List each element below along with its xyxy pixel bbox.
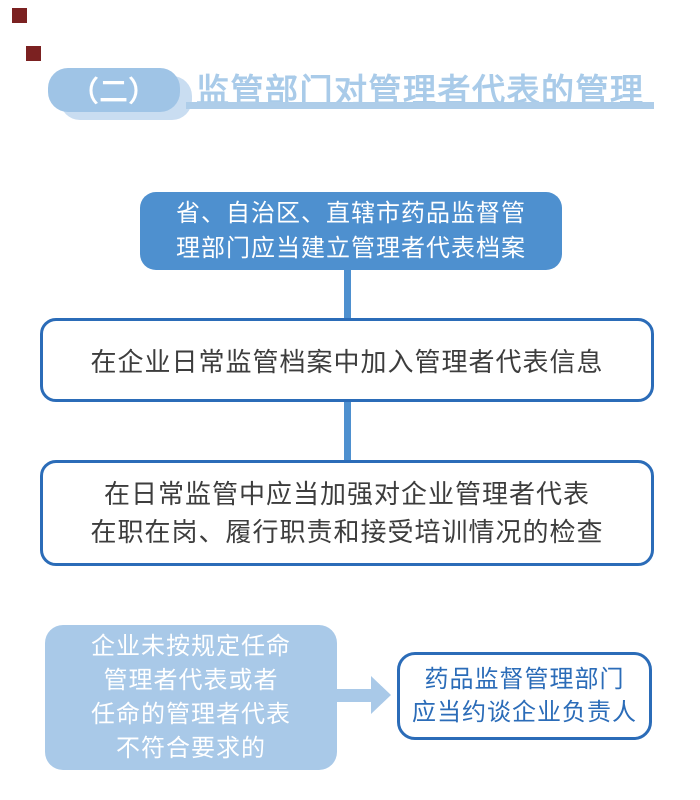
flow-box-line: 药品监督管理部门: [424, 666, 625, 693]
flow-box-line: 在职在岗、履行职责和接受培训情况的检查: [90, 517, 604, 547]
right-arrow-icon: [371, 676, 391, 714]
flow-box-strengthen-inspection: 在日常监管中应当加强对企业管理者代表 在职在岗、履行职责和接受培训情况的检查: [40, 460, 654, 566]
flow-box-line: 任命的管理者代表: [91, 700, 291, 728]
flow-box-line: 在日常监管中应当加强对企业管理者代表: [103, 479, 590, 509]
flow-box-noncompliance-condition: 企业未按规定任命 管理者代表或者 任命的管理者代表 不符合要求的: [45, 625, 337, 770]
flow-box-line: 企业未按规定任命: [91, 632, 291, 660]
red-square-mark-2: [26, 46, 41, 61]
flow-box-daily-archive-info: 在企业日常监管档案中加入管理者代表信息: [40, 318, 654, 402]
section-badge: （二）: [48, 68, 180, 112]
flow-box-line: 理部门应当建立管理者代表档案: [176, 235, 526, 262]
flow-box-line: 不符合要求的: [116, 734, 266, 762]
section-badge-label: （二）: [70, 76, 158, 107]
title-underline: [186, 102, 654, 109]
connector-line-2: [344, 402, 351, 460]
right-arrow-shaft: [337, 689, 371, 702]
flow-box-line: 在企业日常监管档案中加入管理者代表信息: [90, 346, 604, 377]
flow-box-line: 省、自治区、直辖市药品监督管: [176, 200, 526, 227]
flow-box-line: 应当约谈企业负责人: [412, 699, 637, 726]
red-square-mark-1: [12, 8, 27, 23]
connector-line-1: [344, 270, 351, 318]
flow-box-line: 管理者代表或者: [103, 666, 279, 694]
flow-box-interview-responsible-person: 药品监督管理部门 应当约谈企业负责人: [397, 652, 652, 740]
flow-box-establish-archive: 省、自治区、直辖市药品监督管 理部门应当建立管理者代表档案: [140, 192, 562, 270]
